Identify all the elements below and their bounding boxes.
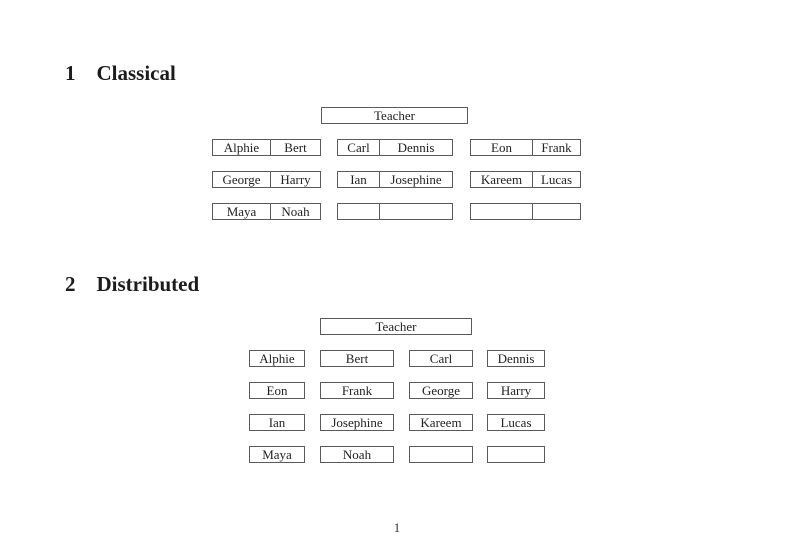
- seat: Alphie: [259, 351, 295, 366]
- seat: Ian: [350, 172, 367, 187]
- seat-box: Ian: [249, 414, 305, 431]
- page-number: 1: [393, 520, 401, 535]
- seat: Frank: [341, 383, 373, 398]
- section-heading-classical: 1 Classical: [65, 61, 176, 85]
- seat: Maya: [226, 204, 257, 219]
- seat: Noah: [342, 447, 372, 462]
- seat-box: Carl: [409, 350, 473, 367]
- seat-box: Maya: [249, 446, 305, 463]
- teacher-box-distributed: Teacher: [320, 318, 472, 335]
- seat: Kareem: [420, 415, 462, 430]
- seat: Eon: [266, 383, 288, 398]
- seat-box: Eon: [249, 382, 305, 399]
- desk: Ian Josephine: [337, 171, 453, 188]
- teacher-label: Teacher: [375, 319, 417, 334]
- seat: Alphie: [223, 140, 260, 155]
- desk: Carl Dennis: [337, 139, 453, 156]
- desk: Eon Frank: [470, 139, 581, 156]
- section-title: Classical: [96, 61, 176, 85]
- seat: Carl: [429, 351, 453, 366]
- seat: [471, 204, 532, 219]
- seat: George: [421, 383, 461, 398]
- seat: Lucas: [500, 415, 532, 430]
- seat: George: [222, 172, 261, 187]
- desk: Kareem Lucas: [470, 171, 581, 188]
- desk: [470, 203, 581, 220]
- seat-box: Dennis: [487, 350, 545, 367]
- seat: Dennis: [497, 351, 535, 366]
- seat-box: [487, 446, 545, 463]
- seat: Harry: [500, 383, 532, 398]
- desk: George Harry: [212, 171, 321, 188]
- seat: Noah: [270, 204, 320, 219]
- desk: Maya Noah: [212, 203, 321, 220]
- seat: [379, 204, 452, 219]
- seat-box: Bert: [320, 350, 394, 367]
- seat-box: Josephine: [320, 414, 394, 431]
- seat: Bert: [345, 351, 369, 366]
- section-number: 2: [65, 272, 76, 296]
- seat-box: George: [409, 382, 473, 399]
- teacher-box-classical: Teacher: [321, 107, 468, 124]
- section-number: 1: [65, 61, 76, 85]
- seat: Ian: [268, 415, 286, 430]
- seat-box: Lucas: [487, 414, 545, 431]
- desk: Alphie Bert: [212, 139, 321, 156]
- teacher-label: Teacher: [374, 108, 415, 123]
- seat: Frank: [532, 140, 580, 155]
- seat-box: Harry: [487, 382, 545, 399]
- desk: [337, 203, 453, 220]
- seat: Harry: [270, 172, 320, 187]
- seat-box: Kareem: [409, 414, 473, 431]
- seat: Kareem: [480, 172, 523, 187]
- seat: Carl: [347, 140, 370, 155]
- seat-box: Alphie: [249, 350, 305, 367]
- section-heading-distributed: 2 Distributed: [65, 272, 200, 296]
- seat: Lucas: [532, 172, 580, 187]
- seat: Maya: [262, 447, 292, 462]
- seat: Dennis: [379, 140, 452, 155]
- seat: Eon: [491, 140, 512, 155]
- seat: Bert: [270, 140, 320, 155]
- seat-box: Noah: [320, 446, 394, 463]
- section-title: Distributed: [96, 272, 200, 296]
- seat: [532, 204, 580, 219]
- seat: Josephine: [379, 172, 452, 187]
- seat: [338, 204, 379, 219]
- seat-box: Frank: [320, 382, 394, 399]
- seat: Josephine: [331, 415, 383, 430]
- seat-box: [409, 446, 473, 463]
